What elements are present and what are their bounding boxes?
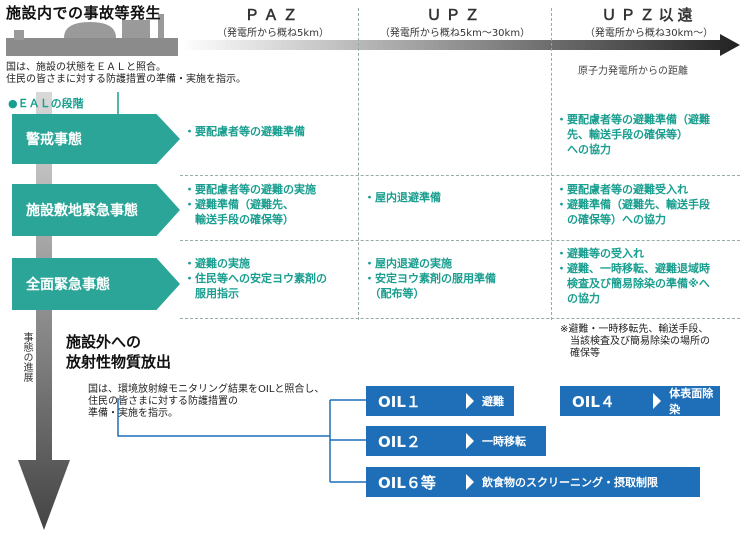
oil2-action: 一時移転	[482, 435, 526, 448]
release-note-line: 住民の皆さまに対する防護措置の	[88, 396, 238, 407]
row-divider-3	[180, 318, 740, 319]
measure-line: ・安定ヨウ素剤の服用準備	[364, 272, 496, 285]
divider-paz-upz	[358, 8, 359, 320]
stage2-paz: ・要配慮者等の避難の実施 ・避難準備（避難先、 輸送手段の確保等）	[184, 182, 316, 227]
oil2-box: OIL２ 一時移転	[366, 426, 546, 456]
row-divider-1	[180, 175, 740, 176]
footnote-line: 当該検査及び簡易除染の場所の	[560, 336, 710, 347]
oil1-box: OIL１ 避難	[366, 386, 514, 416]
oil6-name: OIL６等	[378, 473, 436, 492]
measure-line: ・要配慮者等の避難準備	[184, 125, 305, 138]
chevron-right-icon	[466, 393, 474, 409]
stage3-upz: ・屋内退避の実施 ・安定ヨウ素剤の服用準備 （配布等）	[364, 256, 496, 301]
progress-label: 事態の進展	[21, 332, 32, 382]
release-note: 国は、環境放射線モニタリング結果をOILと照合し、 住民の皆さまに対する防護措置…	[88, 384, 324, 420]
stage-site-emergency: 施設敷地緊急事態	[12, 184, 180, 236]
country-note-line: 住民の皆さまに対する防護措置の準備・実施を指示。	[6, 74, 246, 85]
paz-distance: （発電所から概ね5km）	[217, 28, 329, 39]
measure-line: ・避難の実施	[184, 257, 250, 270]
measure-line: ・要配慮者等の避難準備（避難	[556, 113, 710, 126]
oil6-box: OIL６等 飲食物のスクリーニング・摂取制限	[366, 467, 700, 497]
footnote-line: ※避難・一時移転先、輸送手段、	[560, 324, 709, 335]
oil4-action: 体表面除染	[669, 387, 714, 416]
stage1-beyond: ・要配慮者等の避難準備（避難 先、輸送手段の確保等） への協力	[556, 112, 710, 157]
measure-line: ・屋内退避準備	[364, 191, 441, 204]
measure-line: ・要配慮者等の避難受入れ	[556, 183, 688, 196]
chevron-right-icon	[466, 474, 474, 490]
divider-upz-beyond	[551, 8, 552, 320]
release-title-line: 施設外への	[66, 333, 142, 351]
measure-line: ・避難準備（避難先、	[184, 198, 294, 211]
chevron-right-icon	[653, 393, 662, 409]
measure-line: ・住民等への安定ヨウ素剤の	[184, 272, 327, 285]
stage-alert: 警戒事態	[12, 114, 180, 164]
paz-title: ＰＡＺ	[244, 6, 302, 24]
upz-title: ＵＰＺ	[426, 6, 484, 24]
distance-caption: 原子力発電所からの距離	[578, 66, 688, 77]
measure-line: の協力	[556, 292, 600, 305]
measure-line: 検査及び簡易除染の準備※へ	[556, 277, 710, 290]
measure-line: 服用指示	[184, 287, 239, 300]
measure-line: （配布等）	[364, 287, 425, 300]
beyond-title: ＵＰＺ以遠	[601, 6, 697, 24]
beyond-distance: （発電所から概ね30km〜）	[584, 28, 714, 39]
oil2-name: OIL２	[378, 432, 421, 451]
release-title: 施設外への 放射性物質放出	[66, 332, 171, 372]
measure-line: ・避難準備（避難先、輸送手段	[556, 198, 710, 211]
stage1-paz: ・要配慮者等の避難準備	[184, 124, 305, 139]
release-note-line: 国は、環境放射線モニタリング結果をOILと照合し、	[88, 384, 325, 395]
oil4-box: OIL４ 体表面除染	[560, 386, 720, 416]
oil6-action: 飲食物のスクリーニング・摂取制限	[482, 476, 658, 489]
stage2-upz: ・屋内退避準備	[364, 190, 441, 205]
footnote: ※避難・一時移転先、輸送手段、 当該検査及び簡易除染の場所の 確保等	[560, 324, 710, 360]
chevron-right-icon	[466, 433, 474, 449]
upz-distance: （発電所から概ね5km〜30km）	[379, 28, 531, 39]
country-note: 国は、施設の状態をＥＡＬと照合。 住民の皆さまに対する防護措置の準備・実施を指示…	[6, 62, 246, 86]
stage2-beyond: ・要配慮者等の避難受入れ ・避難準備（避難先、輸送手段 の確保等）への協力	[556, 182, 710, 227]
measure-line: 輸送手段の確保等）	[184, 213, 294, 226]
page-title: 施設内での事故等発生	[6, 4, 162, 22]
country-note-line: 国は、施設の状態をＥＡＬと照合。	[6, 62, 166, 73]
stage3-beyond: ・避難等の受入れ ・避難、一時移転、避難退域時 検査及び簡易除染の準備※へ の協…	[556, 246, 710, 306]
oil4-name: OIL４	[572, 392, 615, 411]
release-title-line: 放射性物質放出	[66, 353, 172, 371]
measure-line: の確保等）への協力	[556, 213, 666, 226]
measure-line: ・避難、一時移転、避難退域時	[556, 262, 710, 275]
measure-line: ・屋内退避の実施	[364, 257, 452, 270]
eal-label: ●ＥＡＬの段階	[8, 97, 84, 110]
measure-line: 先、輸送手段の確保等）	[556, 128, 688, 141]
measure-line: ・要配慮者等の避難の実施	[184, 183, 316, 196]
oil1-action: 避難	[482, 395, 504, 408]
measure-line: ・避難等の受入れ	[556, 247, 644, 260]
stage-general-emergency: 全面緊急事態	[12, 258, 180, 310]
footnote-line: 確保等	[560, 348, 600, 359]
row-divider-2	[180, 240, 740, 241]
stage3-paz: ・避難の実施 ・住民等への安定ヨウ素剤の 服用指示	[184, 256, 327, 301]
oil1-name: OIL１	[378, 392, 421, 411]
release-note-line: 準備・実施を指示。	[88, 408, 178, 419]
measure-line: への協力	[556, 143, 611, 156]
